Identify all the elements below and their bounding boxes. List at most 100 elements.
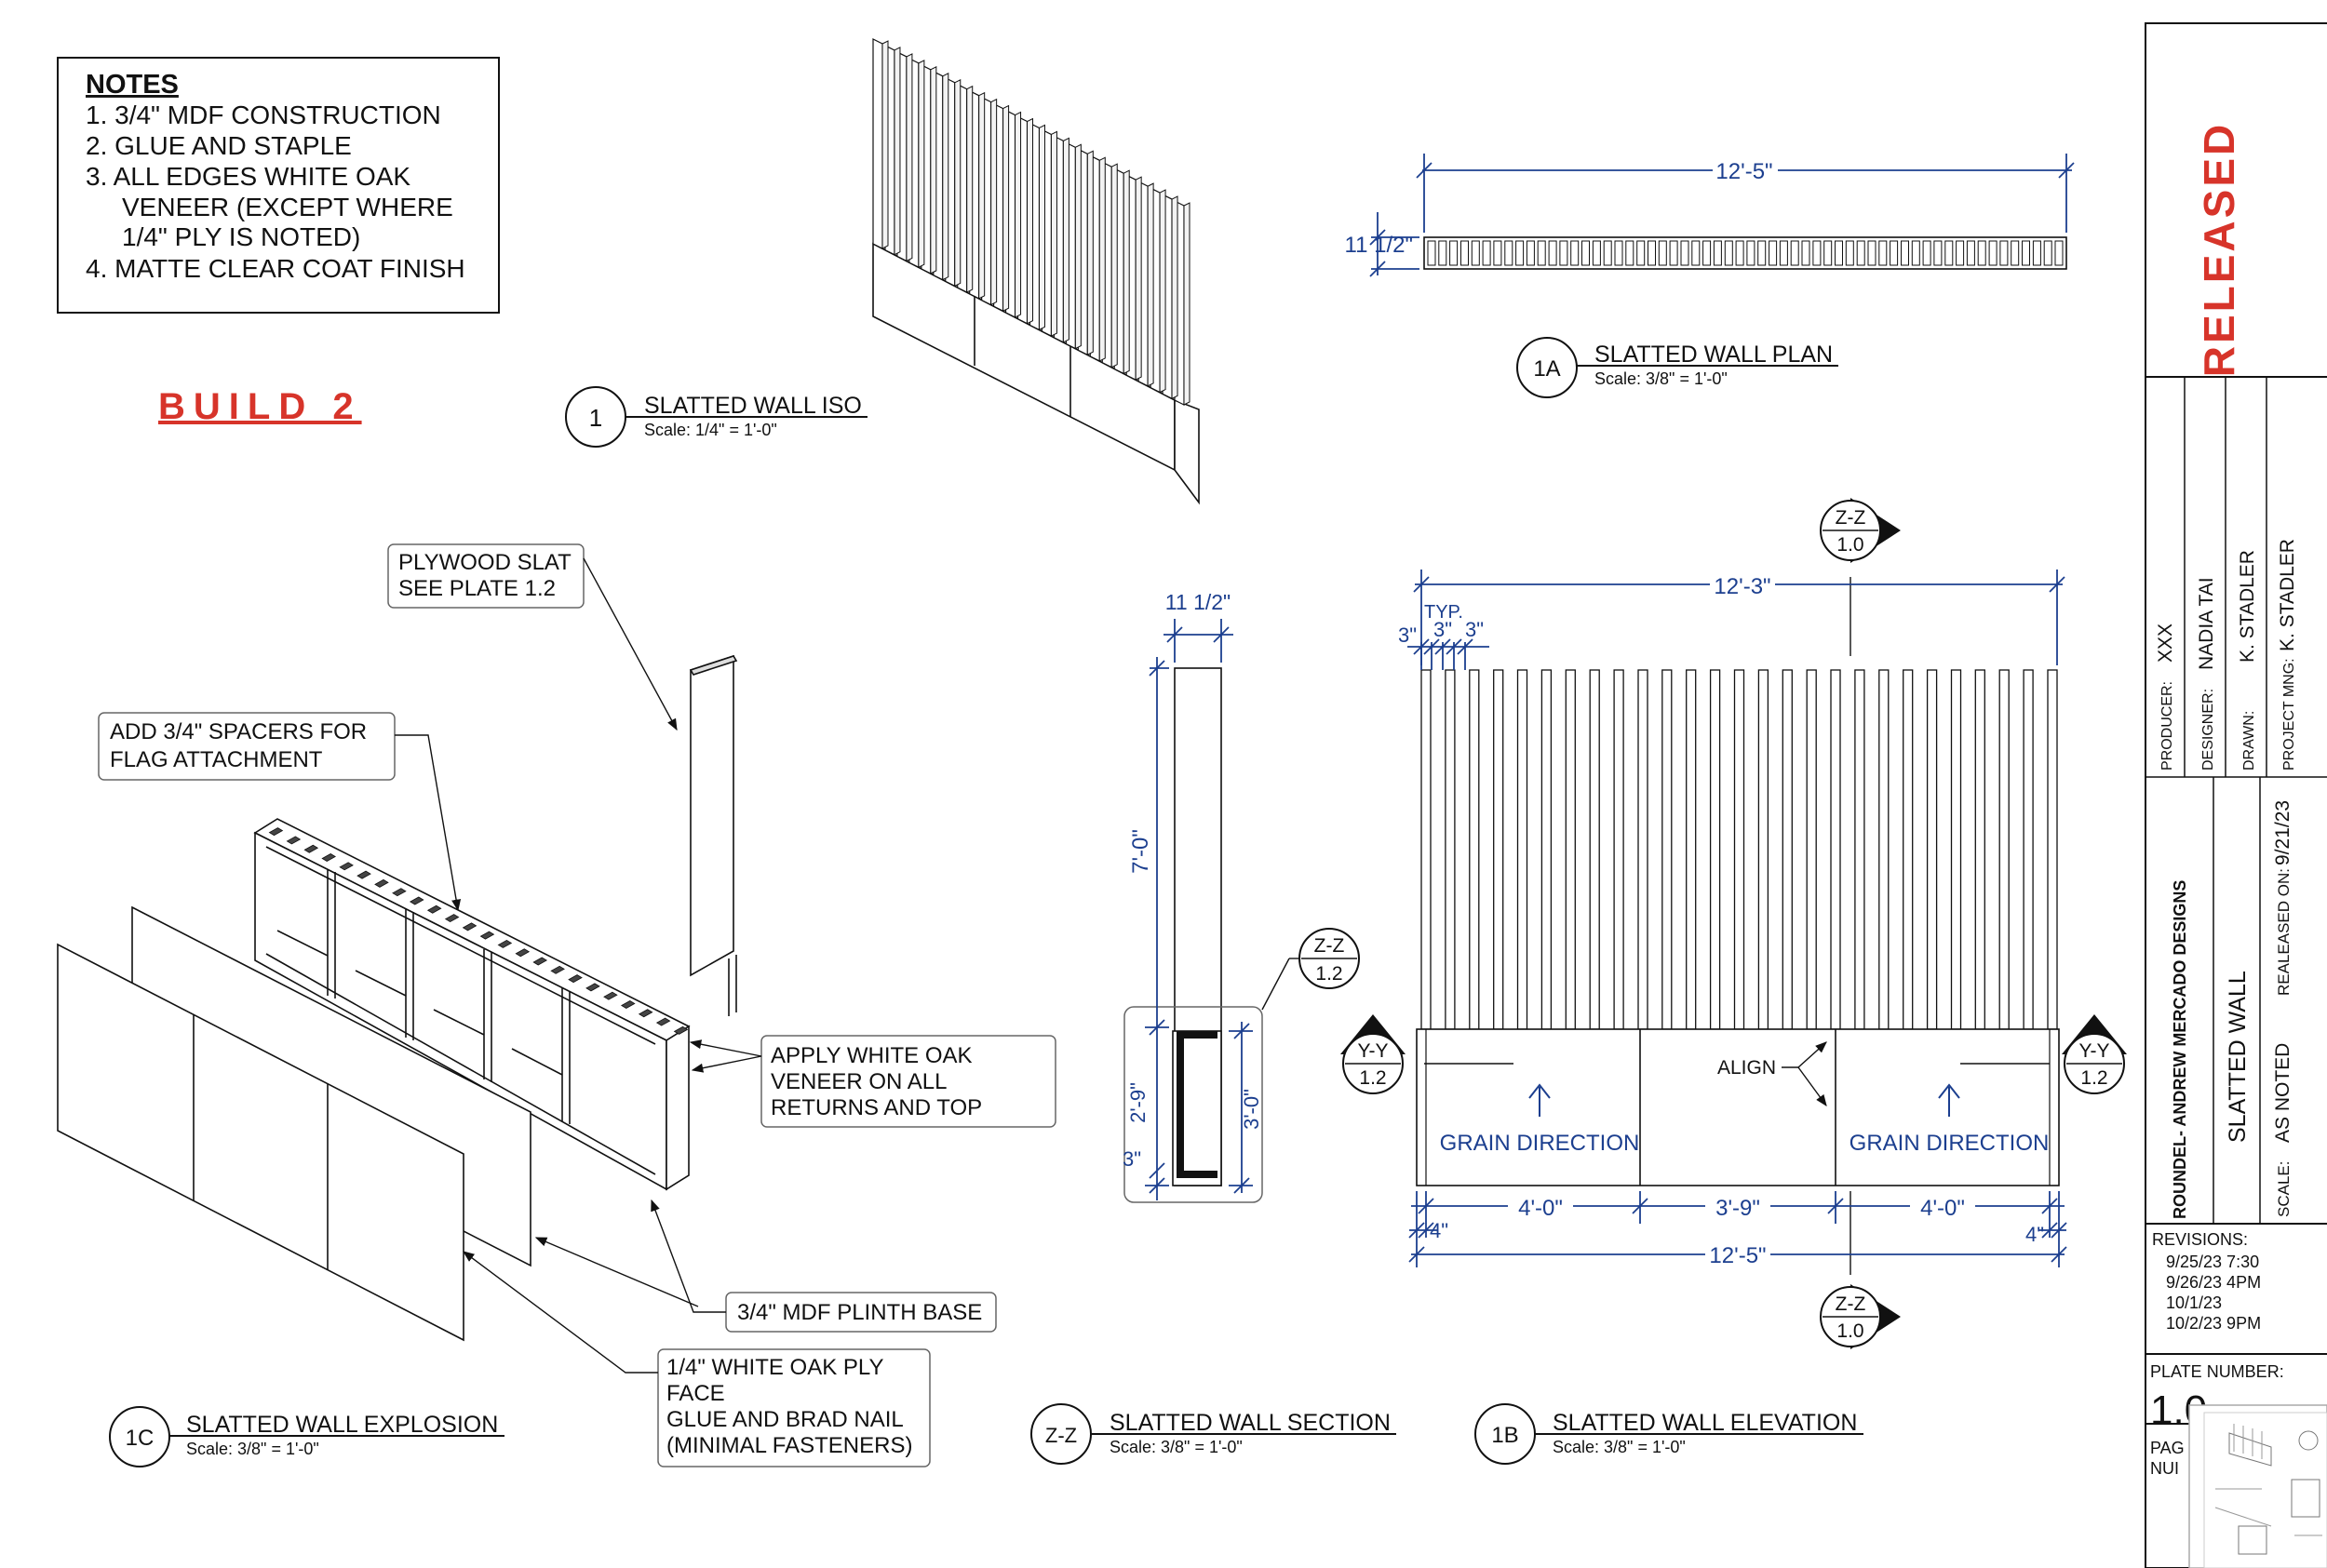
elevation-slat — [1613, 669, 1624, 1030]
iso-slat-side — [1135, 176, 1142, 381]
plan-slat — [1956, 240, 1965, 266]
yy-marker-right: Y-Y 1.2 — [2062, 1014, 2127, 1094]
elevation-slat — [1733, 669, 1745, 1030]
yy-marker-left: Y-Y 1.2 — [1340, 1014, 1406, 1094]
elevation-slat — [1469, 669, 1480, 1030]
explosion-view-scale: Scale: 3/8" = 1'-0" — [186, 1440, 319, 1458]
ply-face-panel — [57, 943, 464, 1342]
elevation-slat — [1782, 669, 1793, 1030]
panel-mid-dim: 3'-9" — [1715, 1196, 1760, 1221]
page-label: PAG — [2150, 1439, 2185, 1457]
iso-slat-side — [1027, 117, 1034, 325]
iso-slat-side — [1002, 104, 1010, 313]
explosion-marker: 1C — [126, 1426, 155, 1451]
iso-slat-side — [1123, 169, 1130, 375]
yy-left-plate: 1.2 — [1359, 1067, 1386, 1089]
plan-slat — [2022, 240, 2030, 266]
grain-direction-right: GRAIN DIRECTION — [1849, 1131, 2050, 1156]
frame-spacer — [515, 948, 531, 958]
plan-slat — [1933, 240, 1943, 266]
released-on-value: 9/21/23 — [2272, 800, 2293, 865]
spacers-line1: ADD 3/4" SPACERS FOR — [110, 719, 367, 744]
plan-slat — [1779, 240, 1788, 266]
plan-slat — [1867, 240, 1876, 266]
scale-value: AS NOTED — [2272, 1043, 2293, 1143]
plan-slat — [1648, 240, 1656, 266]
section-view-title: SLATTED WALL SECTION — [1110, 1410, 1391, 1436]
plan-slat — [1460, 240, 1469, 266]
section-height-dim: 7'-0" — [1128, 829, 1153, 874]
designer-label: DESIGNER: — [2200, 689, 2216, 771]
plan-slat — [1482, 240, 1491, 266]
iso-slat-side — [990, 98, 998, 306]
zz-marker-bottom: Z-Z 1.0 — [1820, 1284, 1901, 1349]
yy-right-plate: 1.2 — [2080, 1067, 2107, 1089]
thumbnail-preview[interactable] — [2188, 1404, 2327, 1568]
plan-slat — [1735, 240, 1744, 266]
yy-left-label: Y-Y — [1357, 1040, 1388, 1062]
frame-spacer — [462, 922, 478, 931]
iso-slat-side — [1015, 111, 1022, 318]
explosion-title: 1C SLATTED WALL EXPLOSION Scale: 3/8" = … — [109, 1406, 504, 1467]
producer-label: PRODUCER: — [2159, 681, 2175, 771]
iso-slat-side — [1062, 137, 1069, 343]
plan-slat — [1977, 240, 1986, 266]
elevation-slat — [1493, 669, 1504, 1030]
plan-view-scale: Scale: 3/8" = 1'-0" — [1594, 369, 1728, 388]
edge-right-dim: 4" — [2025, 1223, 2044, 1246]
frame-spacer — [620, 1000, 636, 1009]
frame-spacer — [479, 931, 495, 940]
iso-slat-side — [894, 47, 901, 256]
iso-slat-side — [1147, 182, 1154, 387]
plan-slat — [1901, 240, 1909, 266]
frame-spacer — [655, 1017, 671, 1026]
slat-dim-left: 3" — [1398, 623, 1417, 647]
plinth-callout: 3/4" MDF PLINTH BASE — [534, 1199, 997, 1333]
plan-slat — [2043, 240, 2052, 266]
elevation-slat — [1806, 669, 1817, 1030]
plan-slat — [1471, 240, 1480, 266]
scale-label: SCALE: — [2275, 1161, 2293, 1217]
plan-view: 12'-5" 11 1/2" — [1345, 154, 2075, 277]
section-detail-label: Z-Z — [1314, 935, 1345, 957]
plan-slat — [1835, 240, 1843, 266]
frame-spacer — [303, 844, 319, 853]
section-kick-dim: 3" — [1123, 1147, 1141, 1171]
elevation-slat — [1709, 669, 1721, 1030]
iso-slat-side — [1086, 150, 1094, 356]
plan-slat — [1658, 240, 1667, 266]
plan-slat — [1911, 240, 1920, 266]
plan-slat — [1526, 240, 1535, 266]
page-label-2: NUI — [2150, 1459, 2179, 1478]
elevation-slat — [1926, 669, 1938, 1030]
panel-right-dim: 4'-0" — [1920, 1196, 1965, 1221]
zz-bottom-label: Z-Z — [1836, 1293, 1866, 1315]
drawn-value: K. STADLER — [2237, 550, 2258, 663]
spacers-callout: ADD 3/4" SPACERS FOR FLAG ATTACHMENT — [98, 712, 462, 912]
plan-title: 1A SLATTED WALL PLAN Scale: 3/8" = 1'-0" — [1516, 337, 1838, 398]
frame-spacer — [585, 983, 600, 992]
plan-slats — [1427, 240, 2064, 266]
elevation-slat — [1998, 669, 2010, 1030]
elevation-view-scale: Scale: 3/8" = 1'-0" — [1553, 1438, 1686, 1456]
elevation-top-width-dim: 12'-3" — [1714, 574, 1770, 599]
frame-spacer — [356, 870, 371, 879]
iso-slat-side — [1159, 189, 1166, 394]
plate-number-label: PLATE NUMBER: — [2150, 1362, 2284, 1381]
plan-marker: 1A — [1533, 356, 1560, 382]
frame-spacer — [321, 853, 337, 862]
plan-slat — [1966, 240, 1975, 266]
plan-slat — [1581, 240, 1590, 266]
plan-slat — [2054, 240, 2064, 266]
elevation-slat — [1445, 669, 1456, 1030]
plan-slat — [1449, 240, 1459, 266]
project-mng-label: PROJECT MNG: — [2281, 658, 2297, 771]
plan-slat — [1625, 240, 1634, 266]
ply-face-line1: 1/4" WHITE OAK PLY — [666, 1355, 883, 1380]
iso-slats — [872, 38, 1190, 406]
iso-slat-side — [1098, 156, 1106, 362]
grain-direction-left: GRAIN DIRECTION — [1440, 1131, 1640, 1156]
frame-spacer — [497, 939, 513, 948]
section-title: Z-Z SLATTED WALL SECTION Scale: 3/8" = 1… — [1030, 1403, 1396, 1465]
notes-item-3: 3. ALL EDGES WHITE OAK — [86, 162, 410, 191]
